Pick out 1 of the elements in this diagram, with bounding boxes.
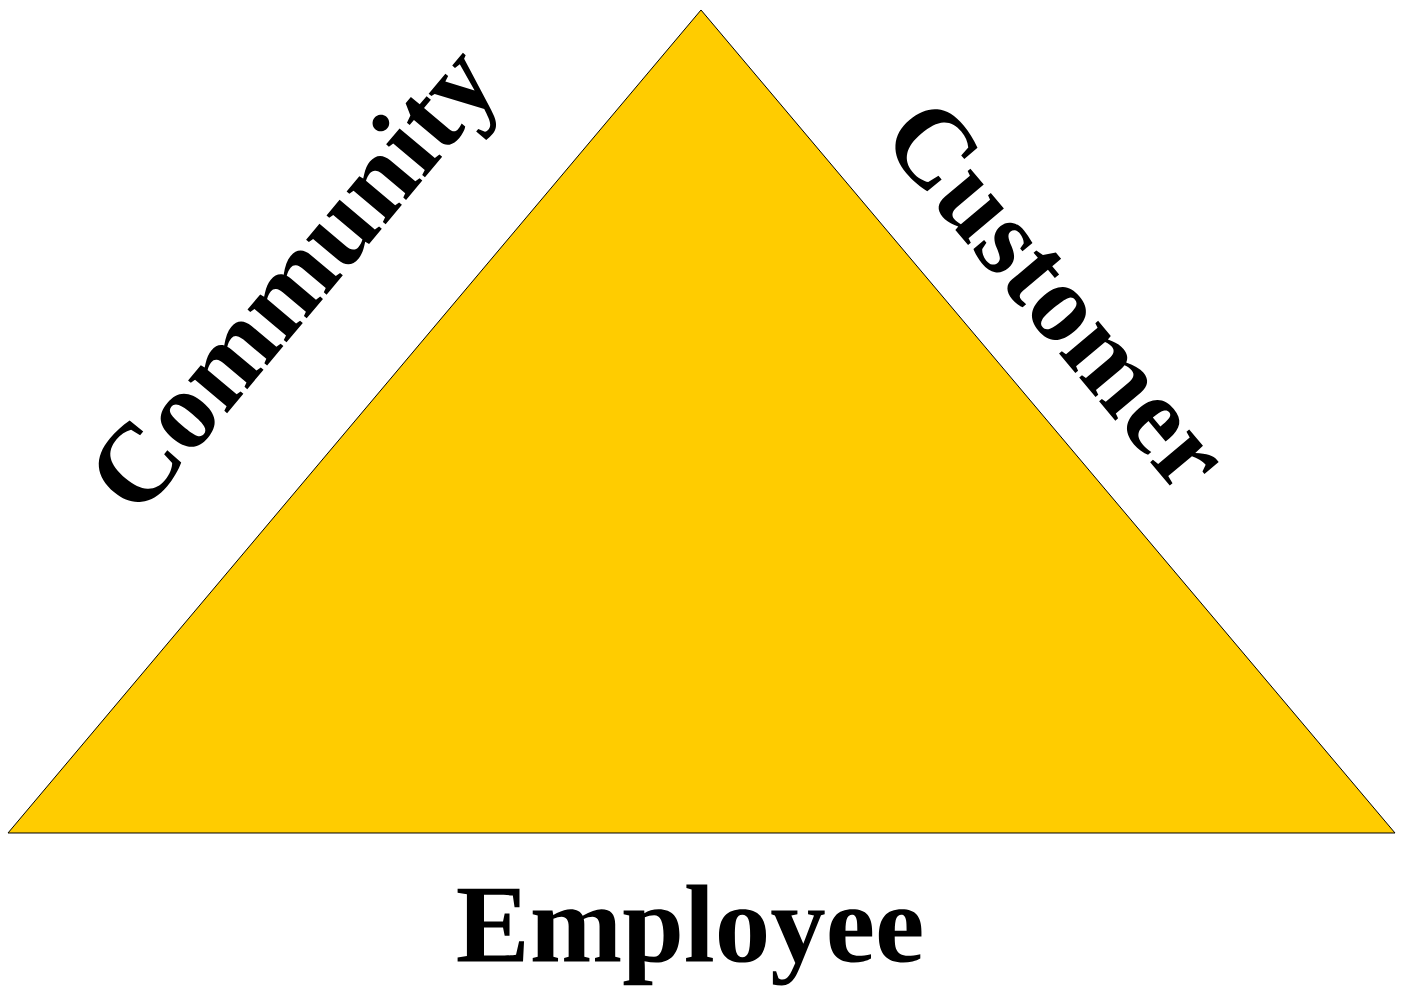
side-label: Employee bbox=[457, 884, 922, 986]
